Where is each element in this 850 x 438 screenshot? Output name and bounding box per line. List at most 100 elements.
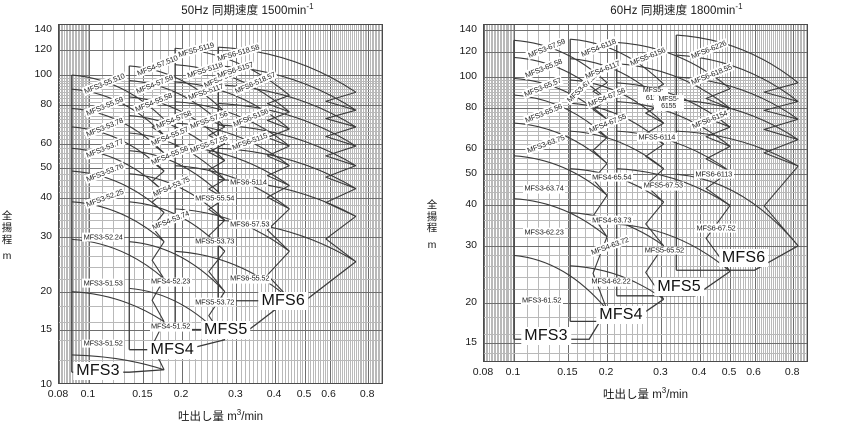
y-tick-label: 80 — [465, 101, 477, 114]
grid-line-vertical-minor — [713, 25, 714, 361]
y-tick-label: 120 — [459, 44, 477, 57]
grid-line-horizontal-minor — [484, 119, 807, 120]
grid-line-vertical-minor — [498, 25, 499, 361]
grid-line-vertical-minor — [342, 25, 343, 383]
grid-line-vertical-minor — [506, 25, 507, 361]
grid-line-vertical-minor — [207, 25, 208, 383]
model-label: MFS5-6114 — [636, 132, 677, 142]
grid-line-vertical-minor — [759, 25, 760, 361]
grid-line-vertical-minor — [332, 25, 333, 383]
grid-line-vertical-minor — [325, 25, 326, 383]
grid-line-vertical-major — [755, 25, 756, 361]
grid-line-horizontal-minor — [484, 277, 807, 278]
grid-line-vertical-minor — [315, 25, 316, 383]
grid-line-vertical-minor — [637, 25, 638, 361]
model-label: MFS5-53.72 — [193, 297, 236, 307]
grid-line-vertical-minor — [800, 25, 801, 361]
x-tick-label: 0.3 — [228, 388, 243, 400]
grid-line-vertical-minor — [501, 25, 502, 361]
x-tick-label: 0.5 — [721, 366, 737, 378]
grid-line-vertical-minor — [761, 25, 762, 361]
performance-curve — [763, 82, 799, 247]
grid-line-vertical-minor — [67, 25, 68, 383]
grid-line-vertical-minor — [82, 25, 83, 383]
grid-line-horizontal-major — [59, 292, 382, 293]
grid-line-vertical-major — [368, 25, 369, 383]
x-tick-label: 0.15 — [557, 366, 578, 378]
grid-line-vertical-minor — [763, 25, 764, 361]
x-axis-tail-60hz: /min — [666, 389, 688, 401]
performance-curve — [218, 147, 357, 190]
grid-line-vertical-minor — [378, 25, 379, 383]
model-label: MFS3-51.53 — [82, 278, 125, 288]
grid-line-vertical-minor — [160, 25, 161, 383]
model-label: MFS6-67.52 — [694, 223, 738, 233]
model-label: MFS5-6155 — [653, 95, 684, 112]
grid-line-vertical-minor — [382, 25, 383, 383]
grid-line-horizontal-minor — [59, 228, 382, 229]
y-tick-label: 40 — [40, 191, 52, 204]
model-label: MFS3-52.24 — [82, 232, 125, 242]
performance-curve — [676, 173, 799, 247]
grid-line-vertical-minor — [647, 25, 648, 361]
grid-line-vertical-major — [275, 25, 276, 383]
grid-line-vertical-minor — [614, 25, 615, 361]
chart-title-50hz: 50Hz 同期速度 1500min-1 — [0, 2, 425, 18]
y-tick-label: 10 — [40, 378, 52, 390]
grid-line-vertical-minor — [360, 25, 361, 383]
y-tick-label: 120 — [34, 43, 52, 56]
grid-line-horizontal-minor — [59, 360, 382, 361]
performance-curve — [175, 64, 290, 113]
grid-line-vertical-minor — [632, 25, 633, 361]
grid-line-horizontal-minor — [484, 334, 807, 335]
grid-line-vertical-minor — [600, 25, 601, 361]
grid-line-horizontal-minor — [484, 116, 807, 117]
grid-line-horizontal-major — [484, 343, 807, 344]
grid-line-vertical-minor — [272, 25, 273, 383]
model-label: MFS6-6113 — [693, 169, 734, 179]
grid-line-horizontal-minor — [484, 158, 807, 159]
x-axis-title-60hz: 吐出し量 m3/min — [566, 386, 726, 402]
grid-line-horizontal-major — [484, 77, 807, 78]
y-tick-label: 15 — [40, 323, 52, 336]
grid-line-vertical-minor — [212, 25, 213, 383]
x-tick-label: 0.08 — [472, 366, 494, 378]
grid-line-vertical-minor — [807, 25, 808, 361]
grid-line-vertical-minor — [268, 25, 269, 383]
performance-curve — [570, 38, 665, 85]
grid-line-vertical-minor — [195, 25, 196, 383]
grid-line-vertical-minor — [803, 25, 804, 361]
grid-line-vertical-minor — [743, 25, 744, 361]
grid-line-vertical-minor — [73, 25, 74, 383]
grid-line-horizontal-minor — [484, 80, 807, 81]
grid-line-vertical-minor — [308, 25, 309, 383]
model-label: MFS5-65.52 — [643, 245, 686, 255]
grid-line-horizontal-major — [59, 105, 382, 106]
model-label: MFS4-63.73 — [590, 215, 633, 225]
grid-line-vertical-minor — [76, 25, 77, 383]
grid-line-vertical-minor — [788, 25, 789, 361]
grid-line-vertical-minor — [504, 25, 505, 361]
grid-line-vertical-minor — [350, 25, 351, 383]
grid-line-vertical-minor — [352, 25, 353, 383]
grid-line-vertical-minor — [338, 25, 339, 383]
grid-line-vertical-minor — [318, 25, 319, 383]
grid-line-vertical-minor — [356, 25, 357, 383]
grid-line-vertical-minor — [78, 25, 79, 383]
grid-line-vertical-minor — [79, 25, 80, 383]
x-tick-label: 0.4 — [691, 366, 707, 378]
y-tick-label: 60 — [40, 136, 52, 149]
model-label: MFS5-67.53 — [642, 181, 685, 191]
grid-line-vertical-minor — [487, 25, 488, 361]
grid-line-vertical-minor — [791, 25, 792, 361]
grid-line-vertical-minor — [497, 25, 498, 361]
grid-line-vertical-minor — [752, 25, 753, 361]
y-axis-title-text-50hz: 全揚程 — [1, 210, 13, 246]
grid-line-vertical-minor — [379, 25, 380, 383]
grid-line-vertical-minor — [70, 25, 71, 383]
chart-title-text-60hz: 60Hz 同期速度 1800min — [610, 5, 736, 17]
grid-line-vertical-minor — [781, 25, 782, 361]
grid-line-vertical-minor — [682, 25, 683, 361]
